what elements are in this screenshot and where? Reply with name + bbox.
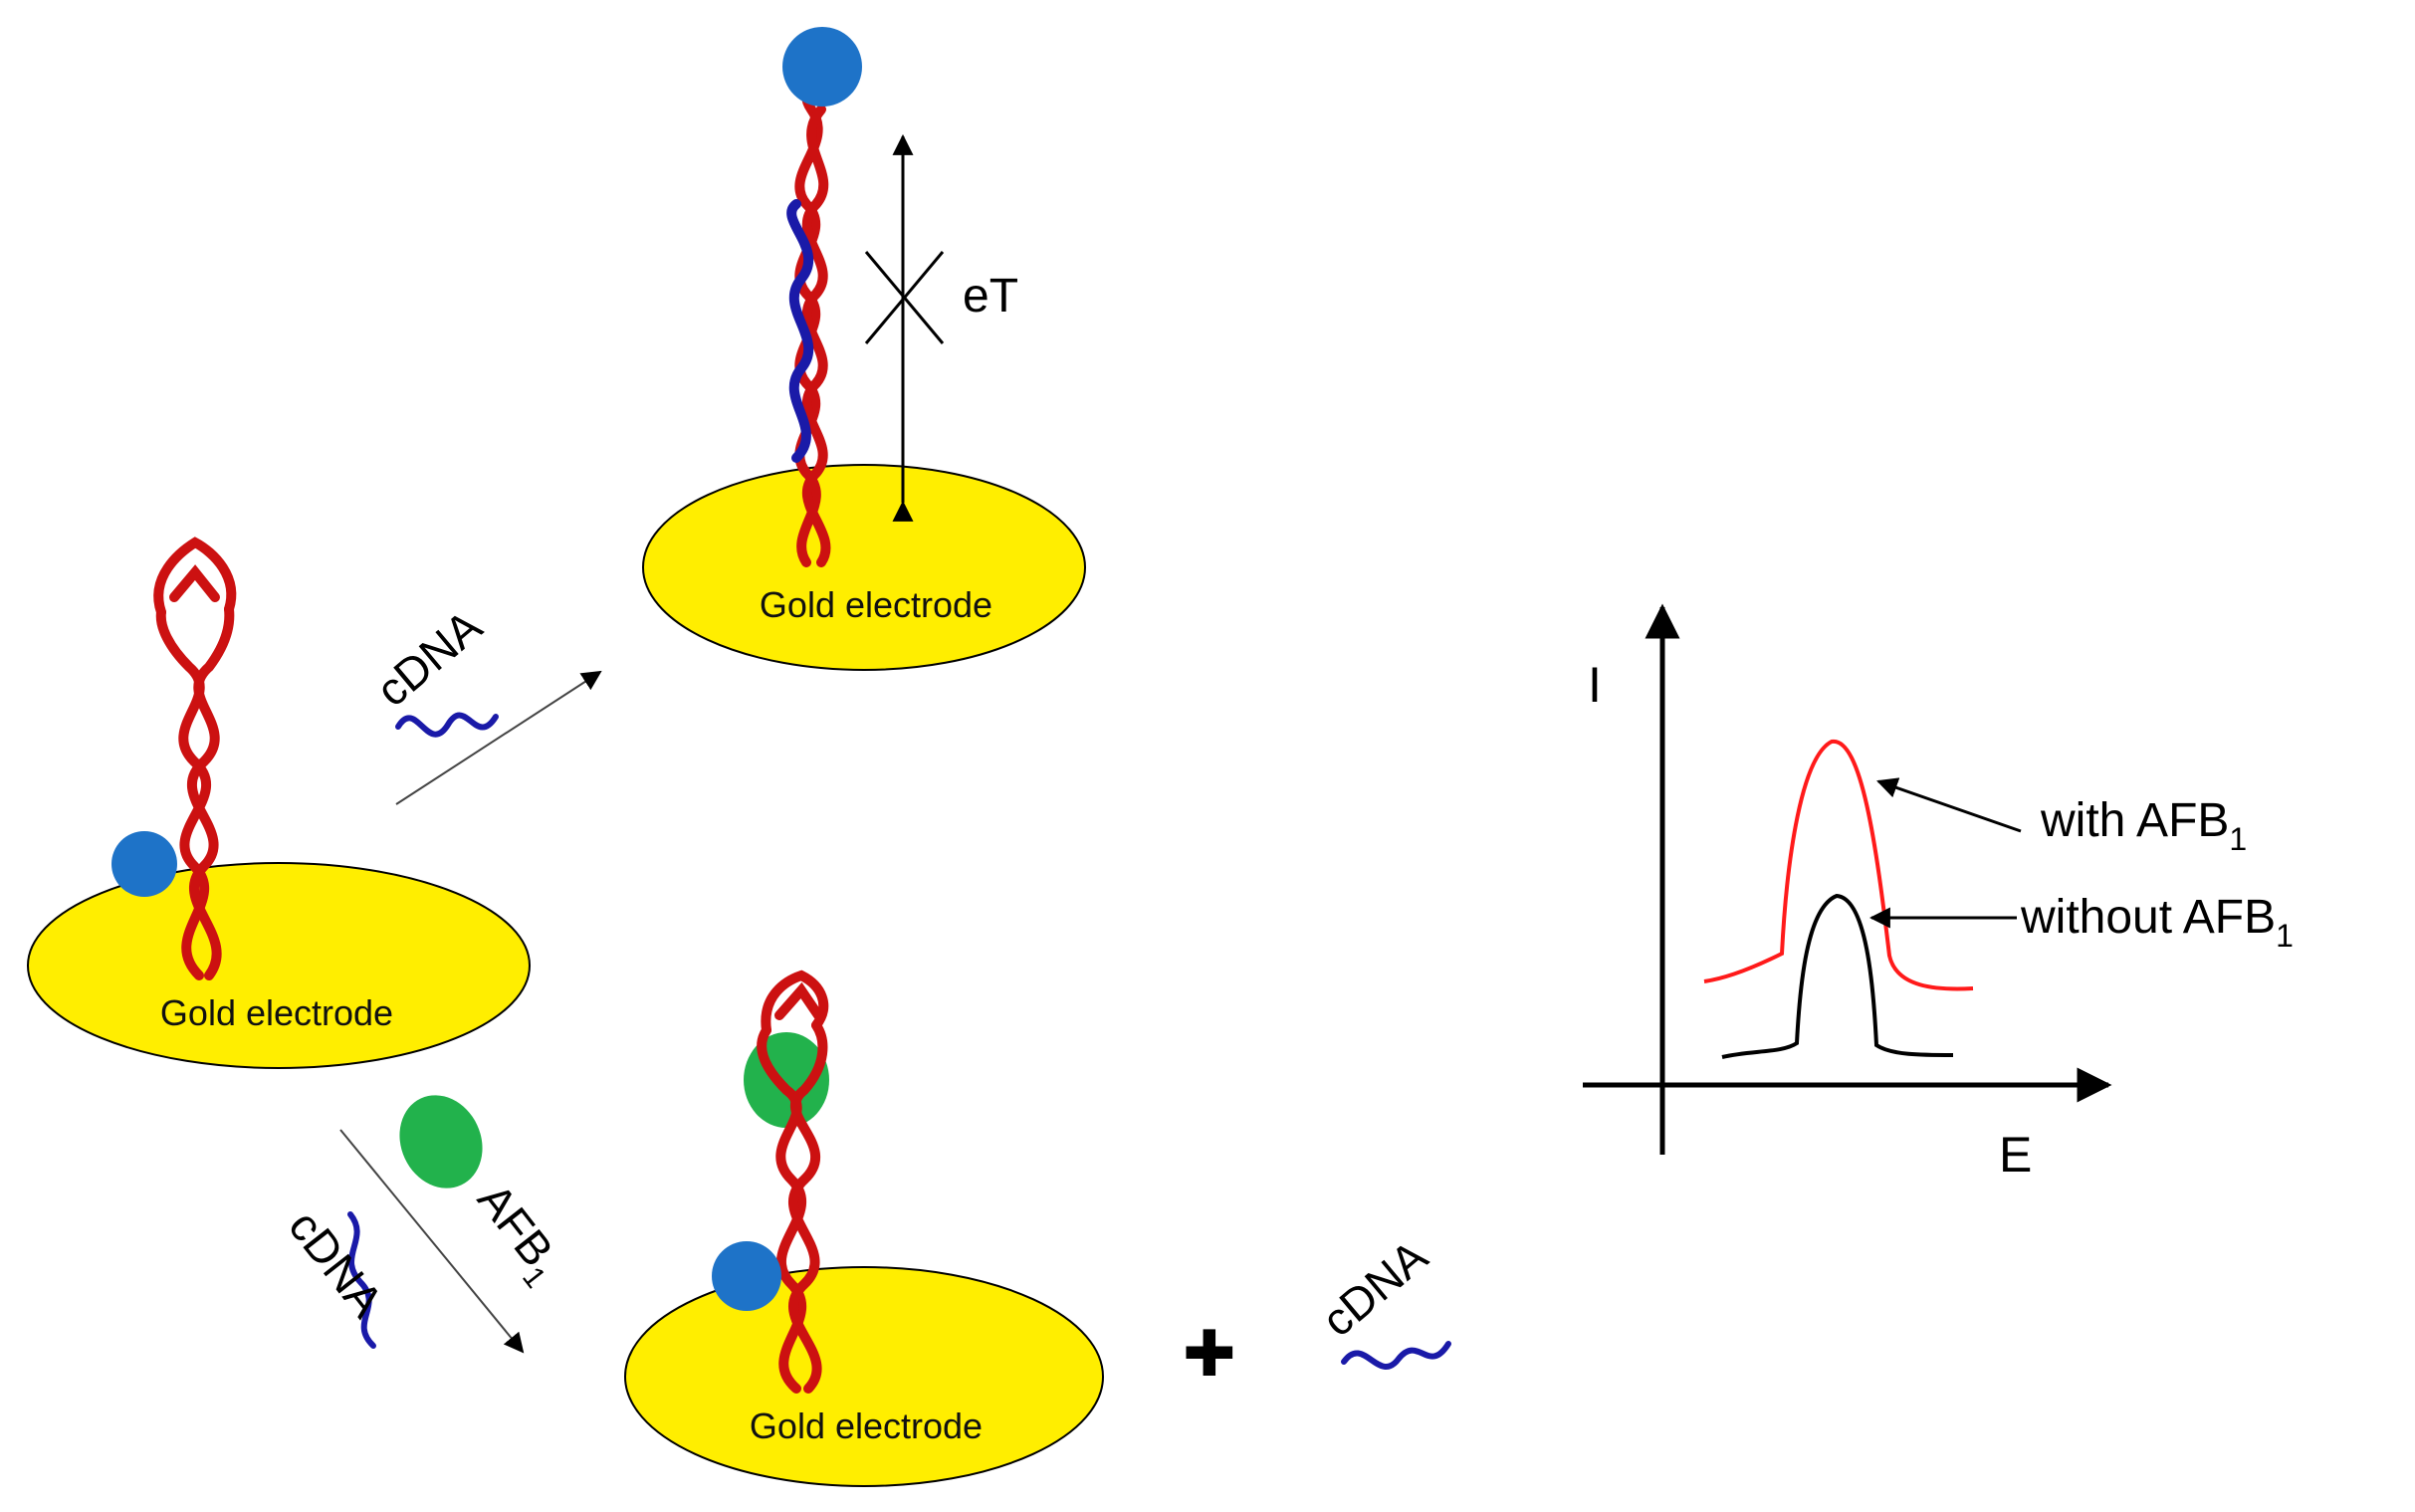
x-axis-label: E xyxy=(1999,1127,2032,1183)
initial-electrode-group: Gold electrode xyxy=(27,537,531,1069)
hybridized-electrode-group: eT Gold electrode xyxy=(642,27,1086,671)
legend-with-afb1: with AFB1 xyxy=(2040,794,2247,857)
cdna-strand-icon xyxy=(395,712,499,738)
y-axis-label: I xyxy=(1588,657,1602,713)
et-label: eT xyxy=(963,270,1018,323)
aptamer-cdna-duplex xyxy=(786,73,831,567)
gold-electrode-top xyxy=(642,464,1086,671)
electrode-label-top: Gold electrode xyxy=(760,584,992,625)
cdna-label-lower: cDNA xyxy=(279,1200,393,1327)
bound-aptamer xyxy=(757,970,829,1394)
curve-with-afb1 xyxy=(1703,739,1974,991)
gold-electrode-left xyxy=(27,862,531,1069)
voltammogram-graph: I E with AFB1 without AFB1 xyxy=(1583,603,2294,1183)
curve-without-afb1 xyxy=(1721,893,1954,1059)
arrow-to-bound xyxy=(339,1129,525,1354)
released-cdna-label: cDNA xyxy=(1312,1229,1437,1346)
pointer-with xyxy=(1876,777,2022,833)
x-mark-icon xyxy=(864,251,945,344)
gold-electrode-bottom xyxy=(624,1266,1104,1487)
arrow-to-hybridized xyxy=(395,670,602,805)
electrode-label-left: Gold electrode xyxy=(160,992,393,1033)
redox-probe-icon xyxy=(111,831,177,897)
afb1-label-lower: AFB1 xyxy=(461,1174,573,1294)
plus-icon: ✚ xyxy=(1183,1318,1236,1390)
redox-probe-icon xyxy=(782,27,862,107)
cdna-strand-icon xyxy=(347,1211,376,1349)
cdna-strand-icon xyxy=(1341,1341,1451,1370)
cdna-label-upper: cDNA xyxy=(366,599,492,716)
bound-electrode-group: Gold electrode xyxy=(624,970,1104,1487)
legend-without-afb1: without AFB1 xyxy=(2020,891,2294,954)
electrode-label-bottom: Gold electrode xyxy=(750,1405,983,1446)
redox-probe-icon xyxy=(712,1241,781,1311)
lower-path: AFB1 cDNA xyxy=(279,1095,573,1354)
hairpin-aptamer xyxy=(153,537,237,980)
afb1-molecule-icon xyxy=(399,1095,483,1188)
upper-path: cDNA xyxy=(366,599,602,805)
